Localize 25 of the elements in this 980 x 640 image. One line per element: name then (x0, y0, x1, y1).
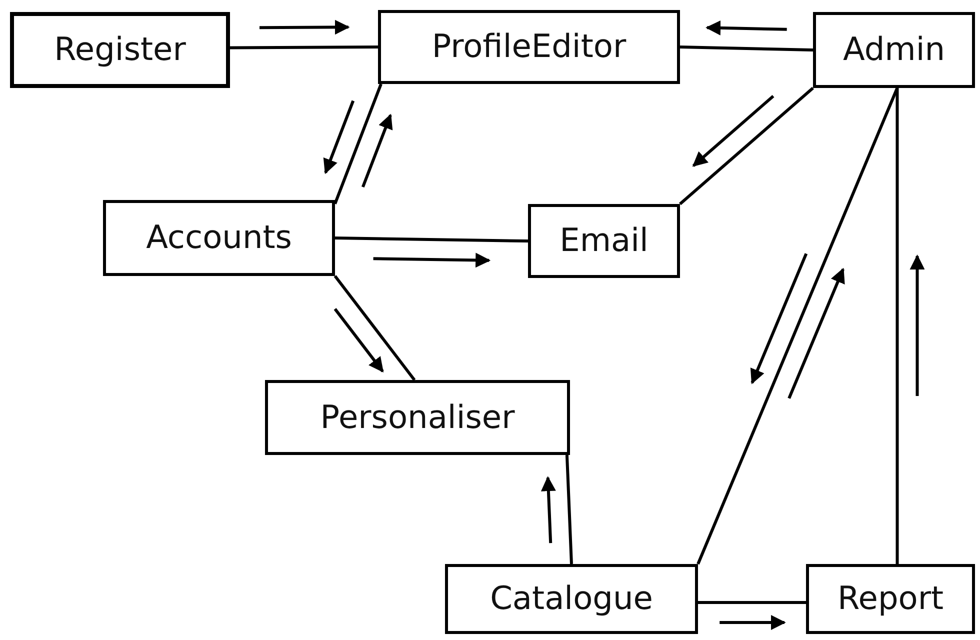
class-box (265, 380, 570, 455)
connector (680, 46, 814, 52)
class-box (10, 12, 230, 88)
class-box (378, 10, 680, 84)
box-label: ProfileEditor (432, 29, 626, 65)
box-label: Email (560, 223, 648, 259)
connector (565, 454, 573, 564)
connector (334, 236, 528, 242)
box-label: Catalogue (490, 581, 653, 617)
box-label: Register (54, 32, 186, 68)
class-box (806, 564, 975, 634)
connector (896, 88, 899, 564)
box-label: Personaliser (320, 400, 515, 436)
class-box (528, 204, 680, 278)
connector (698, 601, 806, 604)
connector (679, 86, 814, 206)
class-box (445, 564, 698, 634)
class-box (813, 12, 975, 88)
connector (334, 275, 416, 381)
connector (230, 46, 378, 50)
box-label: Admin (843, 32, 945, 68)
class-box (103, 200, 335, 276)
box-label: Report (837, 581, 944, 617)
connector (334, 83, 382, 204)
box-label: Accounts (146, 220, 292, 256)
